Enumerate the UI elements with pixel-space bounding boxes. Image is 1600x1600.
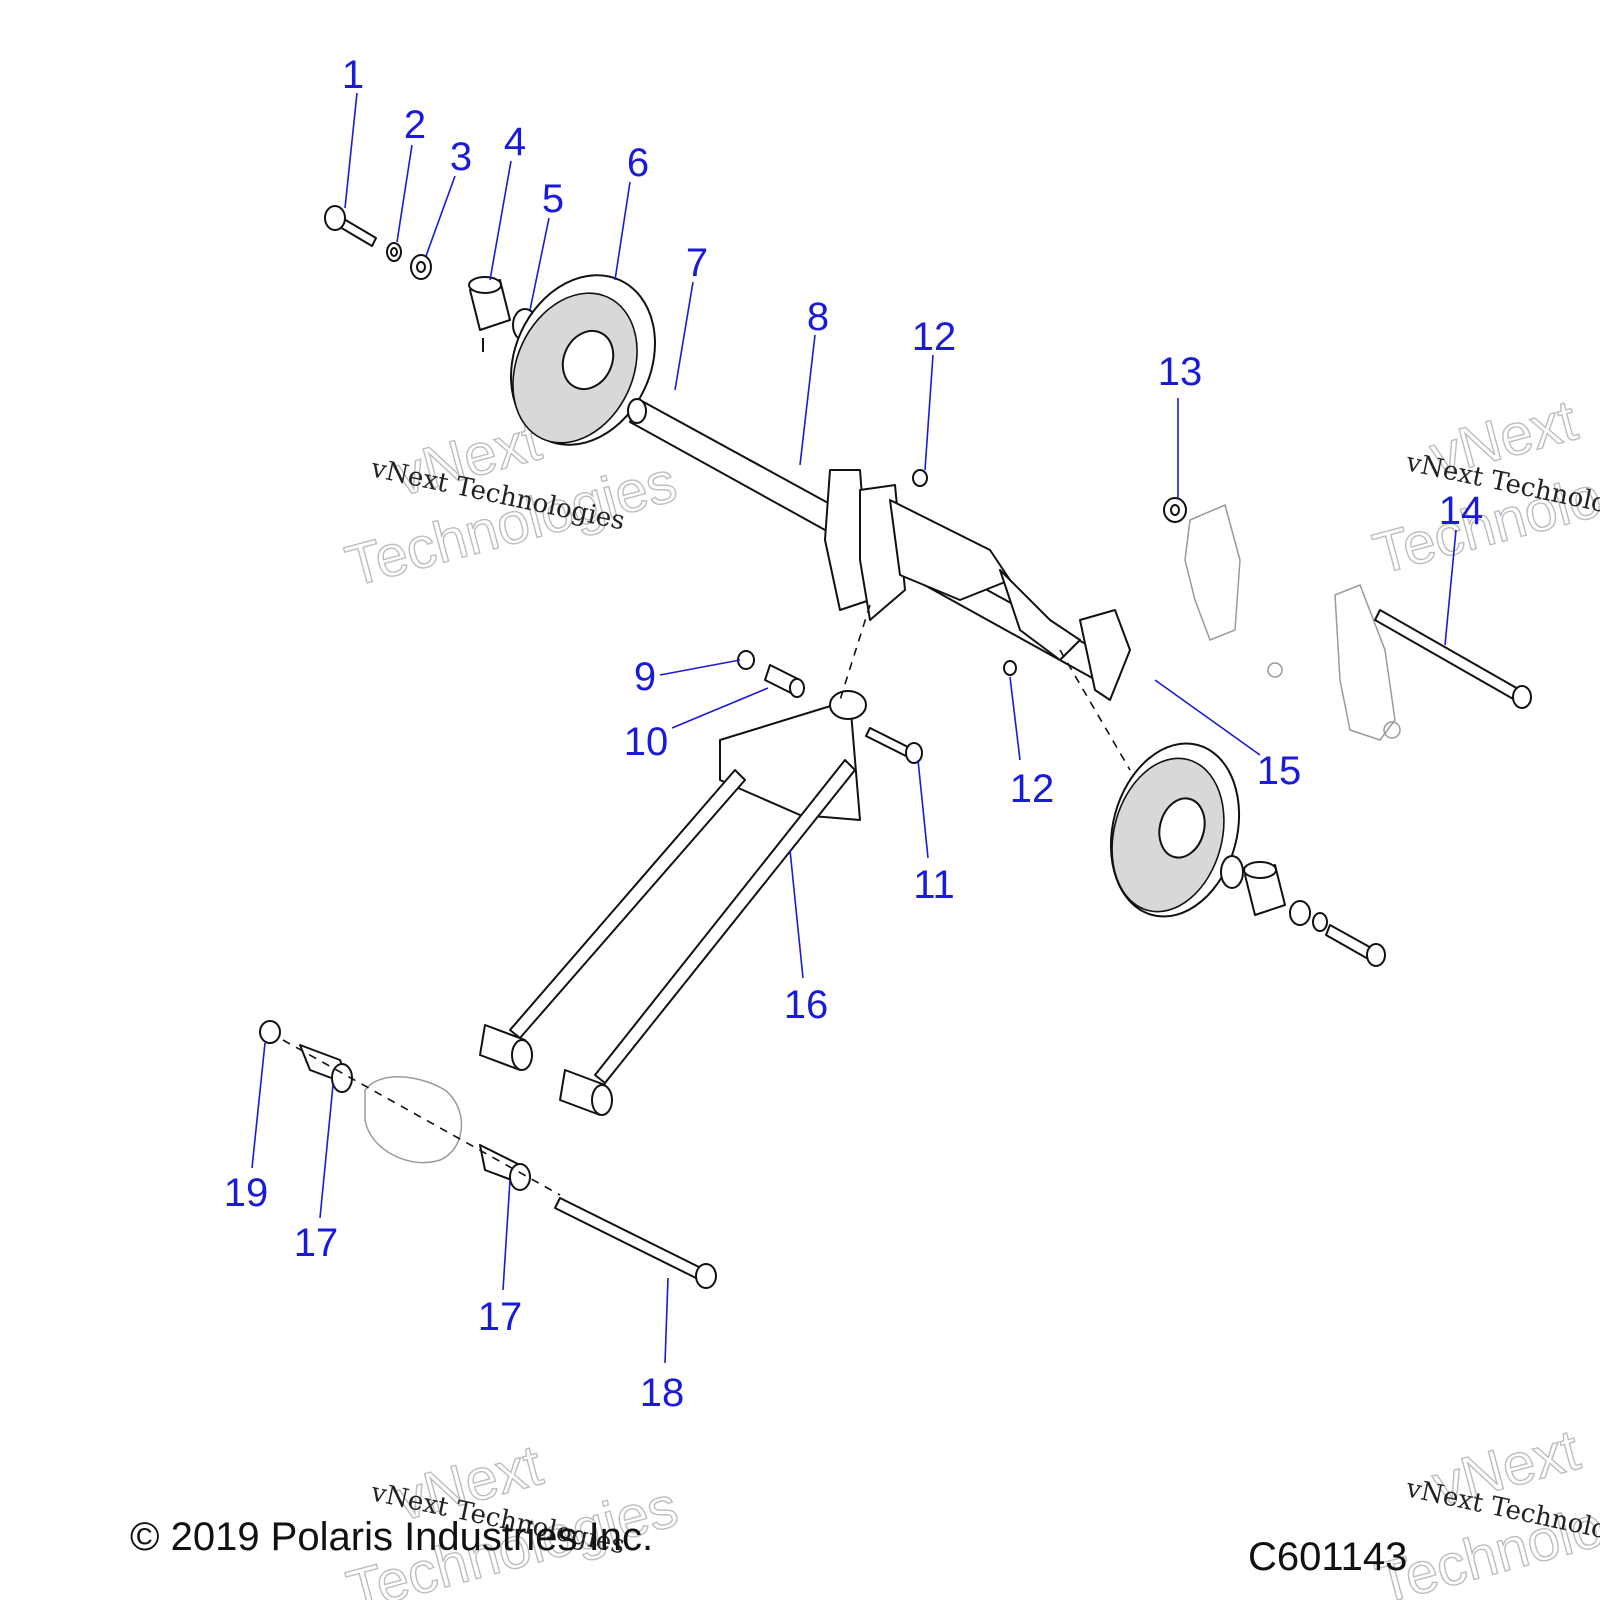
part-11-bolt — [865, 727, 923, 764]
part-2-washer — [386, 242, 402, 262]
part-10-spacer — [764, 664, 805, 698]
part-right-bushing — [1243, 861, 1286, 916]
part-18-bolt — [554, 1197, 717, 1289]
callout-15: 15 — [1257, 749, 1302, 793]
callout-18: 18 — [640, 1371, 685, 1415]
part-frame-bracket — [824, 469, 1131, 701]
callout-4: 4 — [504, 120, 526, 164]
callout-3: 3 — [450, 135, 472, 179]
callout-12-bottom: 12 — [1010, 767, 1055, 811]
part-16-swing-arm — [479, 690, 867, 1116]
part-12-fitting-bottom — [1003, 660, 1017, 676]
callout-9: 9 — [634, 655, 656, 699]
part-9-nut — [737, 650, 755, 670]
callout-12-top: 12 — [912, 315, 957, 359]
callout-13: 13 — [1158, 350, 1203, 394]
callout-7: 7 — [686, 241, 708, 285]
part-12-fitting-top — [912, 469, 928, 487]
callouts: 1 2 3 4 5 6 7 8 12 13 14 15 9 10 12 11 1… — [224, 53, 1484, 1415]
part-right-bolt — [1325, 924, 1386, 967]
callout-5: 5 — [542, 177, 564, 221]
part-1-bolt — [324, 205, 377, 247]
callout-19: 19 — [224, 1171, 269, 1215]
callout-11: 11 — [913, 863, 955, 907]
part-3-washer — [410, 254, 432, 280]
callout-2: 2 — [404, 103, 426, 147]
callout-17-left: 17 — [294, 1221, 339, 1265]
part-17-spacer-left — [299, 1044, 353, 1093]
callout-6: 6 — [627, 141, 649, 185]
part-13-nut — [1163, 497, 1187, 523]
part-6-wheel — [510, 274, 656, 446]
callout-10: 10 — [624, 720, 669, 764]
alignment-lines — [282, 604, 1131, 1196]
figure-code: C601143 — [1248, 1535, 1407, 1579]
copyright-text: © 2019 Polaris Industries Inc. — [130, 1515, 653, 1559]
part-19-nut — [259, 1020, 281, 1044]
part-15-wheel — [1109, 742, 1241, 918]
callout-16: 16 — [784, 983, 829, 1027]
callout-17-right: 17 — [478, 1295, 523, 1339]
part-right-oring — [1220, 855, 1244, 889]
part-right-washers — [1289, 900, 1328, 932]
part-4-bushing — [468, 276, 511, 352]
callout-1: 1 — [342, 53, 364, 97]
part-17-spacer-right — [479, 1144, 531, 1191]
ghost-bracket-right — [1184, 503, 1401, 741]
callout-8: 8 — [807, 295, 829, 339]
part-14-bolt — [1374, 609, 1532, 709]
ghost-bracket-left — [364, 1076, 462, 1164]
leader-lines — [251, 92, 1457, 1364]
callout-14: 14 — [1439, 489, 1484, 533]
